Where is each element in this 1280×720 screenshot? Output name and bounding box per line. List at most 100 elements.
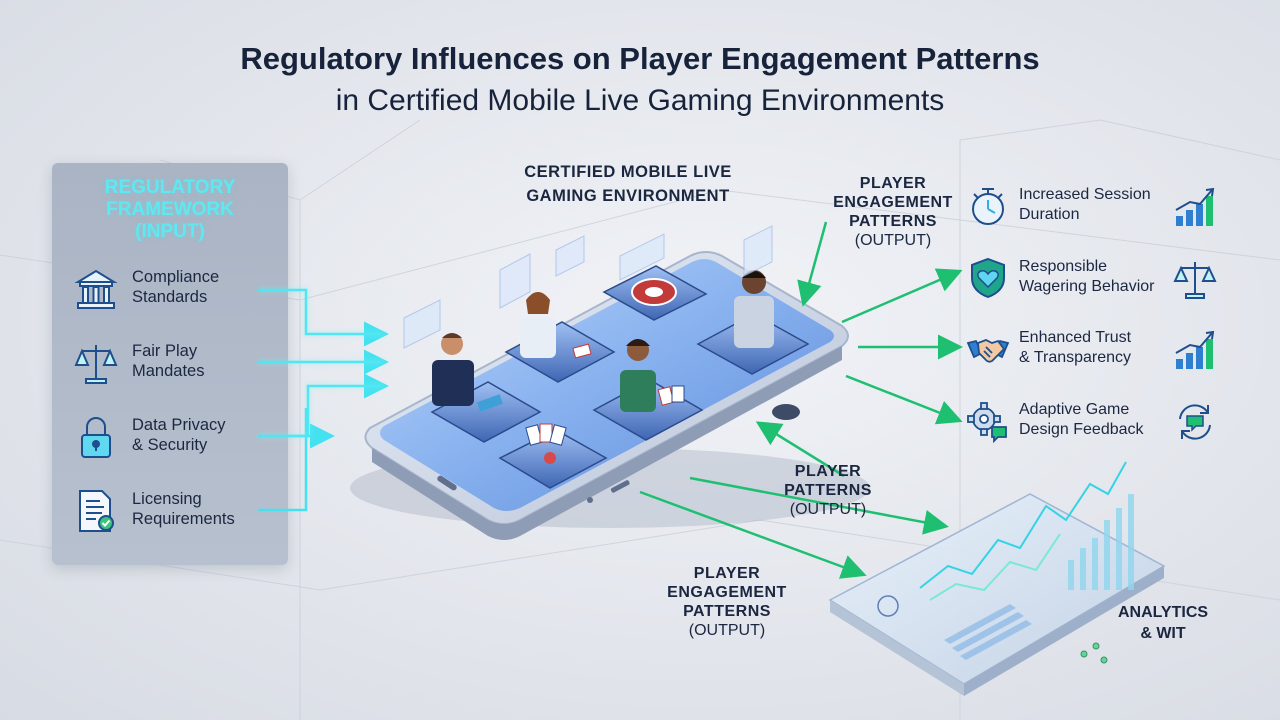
analytics-label-line-2: & WIT — [1140, 625, 1186, 642]
handshake-icon — [966, 339, 1010, 363]
connector-bottom — [639, 490, 867, 579]
connector-top-label — [797, 221, 828, 307]
brain-icon — [877, 595, 899, 617]
result-label-line-2: & Transparency — [1019, 349, 1132, 366]
input-item-label: Data Privacy & Security — [132, 415, 226, 455]
output-connectors — [639, 221, 963, 579]
output-label-middle: PLAYER PATTERNS (OUTPUT) — [758, 462, 898, 519]
input-item-data-privacy: Data Privacy & Security — [72, 409, 282, 465]
output-label-line: PLAYER — [859, 175, 927, 192]
page-title: Regulatory Influences on Player Engageme… — [0, 38, 1280, 122]
shield-heart-icon — [971, 257, 1005, 299]
input-connectors-glow — [258, 287, 384, 439]
label-line-2: Standards — [132, 288, 208, 306]
scales-icon — [1173, 262, 1217, 299]
result-adaptive-design: Adaptive Game Design Feedback — [966, 395, 1226, 447]
output-label-line: PATTERNS — [849, 213, 937, 230]
result-label-line-2: Duration — [1019, 206, 1080, 223]
input-item-licensing: Licensing Requirements — [72, 483, 282, 539]
label-line-1: Data Privacy — [132, 416, 226, 434]
dashboard-bars — [1068, 494, 1134, 590]
institution-icon — [74, 269, 118, 309]
label-line-2: & Security — [132, 436, 208, 454]
connector-adaptive — [845, 374, 963, 425]
input-item-label: Fair Play Mandates — [132, 341, 204, 381]
connector-responsible — [841, 268, 963, 324]
result-label: Adaptive Game Design Feedback — [1019, 400, 1144, 440]
result-session-duration: Increased Session Duration — [966, 180, 1226, 232]
game-tile-dealer-woman — [504, 292, 616, 383]
output-label-bottom: PLAYER ENGAGEMENT PATTERNS (OUTPUT) — [652, 564, 802, 640]
phone-foot — [772, 404, 800, 420]
game-tile-cards — [498, 423, 608, 489]
result-label: Increased Session Duration — [1019, 185, 1151, 225]
connector-analytics — [689, 476, 949, 535]
result-enhanced-trust: Enhanced Trust & Transparency — [966, 323, 1226, 375]
result-label-line-2: Design Feedback — [1019, 421, 1144, 438]
bar-growth-icon — [1175, 187, 1215, 226]
result-label-line-1: Increased Session — [1019, 186, 1151, 203]
bar-growth-icon — [1175, 330, 1215, 369]
phone-device — [364, 251, 849, 540]
phone-side-controls — [437, 475, 630, 503]
stopwatch-icon — [972, 188, 1004, 225]
label-line-1: Compliance — [132, 268, 220, 286]
label-line-2: Mandates — [132, 362, 205, 380]
environment-title-line-1: CERTIFIED MOBILE LIVE — [524, 163, 732, 181]
dashboard-line-chart — [919, 461, 1127, 601]
phone-screen — [380, 259, 834, 511]
network-icon — [1080, 642, 1108, 664]
analytics-label-line-1: ANALYTICS — [1117, 604, 1209, 621]
input-item-fair-play: Fair Play Mandates — [72, 335, 282, 391]
label-line-2: Requirements — [132, 510, 235, 528]
result-label-line-1: Enhanced Trust — [1019, 329, 1132, 346]
input-item-label: Licensing Requirements — [132, 489, 235, 529]
result-label: Enhanced Trust & Transparency — [1019, 328, 1131, 368]
game-tile-dealer-left — [430, 333, 542, 443]
panel-title: REGULATORY FRAMEWORK (INPUT) — [52, 177, 288, 243]
input-item-compliance: Compliance Standards — [72, 261, 282, 317]
output-label-line: (OUTPUT) — [854, 232, 932, 249]
game-tile-dealer-center — [592, 339, 704, 441]
analytics-label: ANALYTICS & WIT — [1098, 602, 1228, 644]
connector-player-patterns — [755, 421, 845, 478]
panel-title-line-2: FRAMEWORK — [106, 199, 234, 220]
regulatory-framework-panel: REGULATORY FRAMEWORK (INPUT) Compliance … — [52, 163, 288, 565]
panel-title-line-1: REGULATORY — [104, 177, 236, 198]
output-label-line: PATTERNS — [784, 482, 872, 499]
label-line-1: Licensing — [132, 490, 202, 508]
result-label-line-1: Responsible — [1019, 258, 1108, 275]
environment-title: CERTIFIED MOBILE LIVE GAMING ENVIRONMENT — [498, 160, 758, 208]
result-label: Responsible Wagering Behavior — [1019, 257, 1154, 297]
panel-title-line-3: (INPUT) — [135, 221, 205, 242]
hologram-panels — [403, 225, 773, 349]
scales-icon — [74, 345, 118, 384]
output-label-top: PLAYER ENGAGEMENT PATTERNS (OUTPUT) — [818, 174, 968, 250]
analytics-dashboard — [828, 461, 1166, 696]
result-label-line-1: Adaptive Game — [1019, 401, 1130, 418]
output-label-line: ENGAGEMENT — [833, 194, 953, 211]
output-label-line: PATTERNS — [683, 603, 771, 620]
gear-chat-icon — [967, 402, 1007, 443]
game-tile-roulette — [602, 265, 708, 321]
connector-data-privacy — [258, 373, 389, 438]
title-line-1: Regulatory Influences on Player Engageme… — [240, 41, 1040, 76]
input-item-label: Compliance Standards — [132, 267, 219, 307]
label-line-1: Fair Play — [132, 342, 198, 360]
certificate-icon — [79, 490, 114, 532]
dashboard-stripes — [944, 604, 1032, 660]
result-responsible-wagering: Responsible Wagering Behavior — [966, 252, 1226, 304]
result-label-line-2: Wagering Behavior — [1019, 278, 1155, 295]
output-label-line: (OUTPUT) — [688, 622, 766, 639]
padlock-icon — [81, 417, 111, 458]
environment-title-line-2: GAMING ENVIRONMENT — [526, 187, 730, 205]
output-label-line: ENGAGEMENT — [667, 584, 787, 601]
game-tile-dealer-right — [696, 270, 810, 375]
output-label-line: (OUTPUT) — [789, 501, 867, 518]
connector-compliance — [258, 288, 389, 347]
refresh-chat-icon — [1179, 404, 1211, 440]
output-label-line: PLAYER — [693, 565, 761, 582]
output-label-line: PLAYER — [794, 463, 862, 480]
connector-licensing — [258, 408, 308, 512]
